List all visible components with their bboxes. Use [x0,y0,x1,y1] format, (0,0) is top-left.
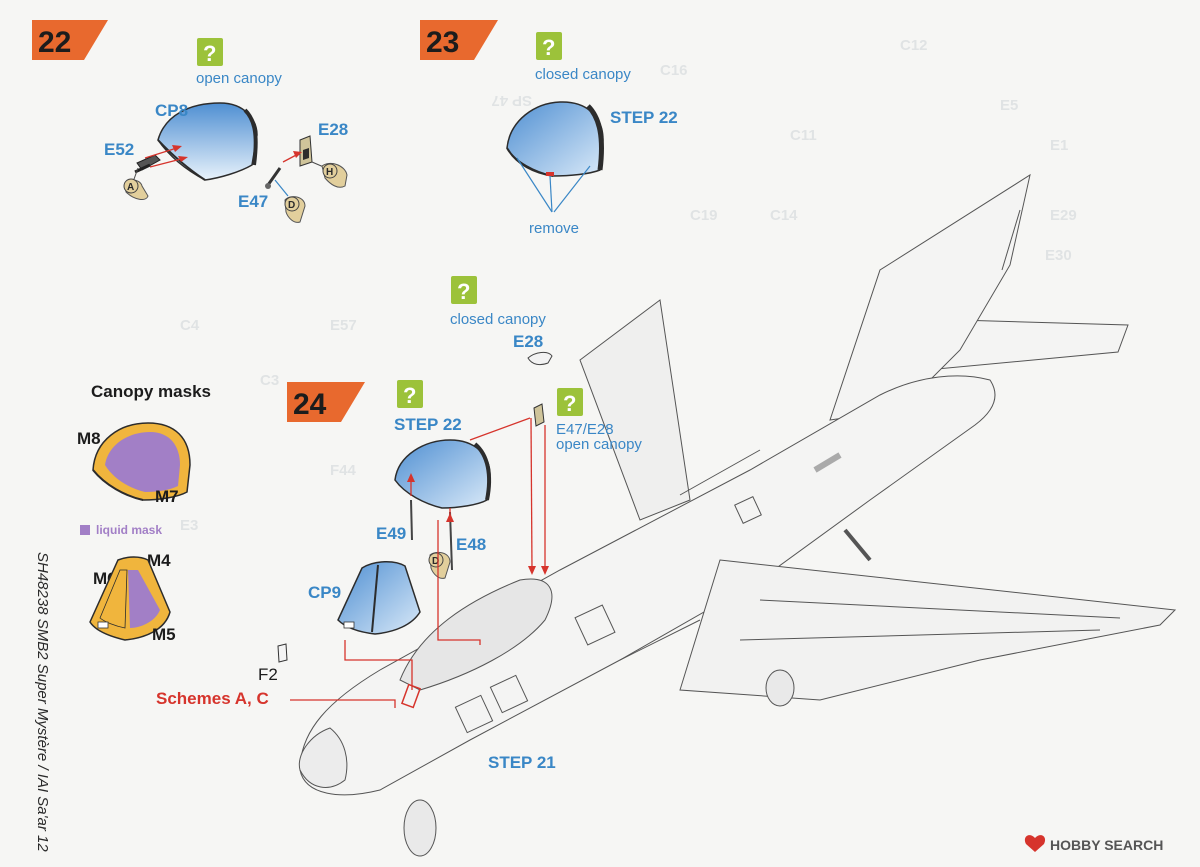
svg-text:SP 47: SP 47 [491,92,532,109]
canopy-step-24 [394,439,492,509]
question-mark-icon [397,380,423,408]
step-22-banner: 22 [32,20,108,60]
step-23-number: 23 [426,26,459,59]
step-24-ref-top: STEP 22 [394,415,462,434]
svg-text:F44: F44 [330,462,357,479]
svg-text:D: D [432,556,439,567]
svg-text:C19: C19 [690,207,718,224]
part-cp8-label: CP8 [155,101,188,120]
svg-text:closed canopy: closed canopy [450,311,546,328]
step-24-ref-bottom: STEP 21 [488,753,556,772]
svg-text:open canopy: open canopy [556,436,642,453]
svg-text:C4: C4 [180,317,200,334]
svg-text:?: ? [203,41,216,66]
svg-text:H: H [326,167,333,178]
svg-text:M4: M4 [147,551,171,570]
svg-text:E3: E3 [180,517,198,534]
svg-text:M7: M7 [155,487,179,506]
part-e28 [299,135,313,167]
step-22-number: 22 [38,26,71,59]
mask-closed-canopy [92,422,191,501]
part-cp9-label: CP9 [308,583,341,602]
part-e28-closed-label: E28 [513,332,543,351]
schemes-label: Schemes A, C [156,689,269,708]
canopy-closed-23 [506,101,604,177]
part-e28-mounted [533,403,545,427]
canopy-masks: Canopy masks M8 M7 liquid mask M4 M6 M5 [77,382,211,644]
callout-a: A [123,167,149,200]
question-mark-icon [536,32,562,60]
svg-text:C11: C11 [790,127,817,144]
step-23-banner: 23 [420,20,498,60]
canopy-cp9 [337,561,421,635]
svg-text:?: ? [403,383,416,408]
liquid-mask-swatch [80,525,90,535]
svg-text:C12: C12 [900,37,928,54]
step-23-remove-text: remove [529,220,579,237]
svg-text:E5: E5 [1000,97,1018,114]
part-e28-label: E28 [318,120,348,139]
svg-text:?: ? [457,279,470,304]
step-24-hint-open: ? STEP 22 ? E47/E28 open canopy [394,380,642,453]
svg-text:A: A [127,182,134,193]
svg-text:C3: C3 [260,372,279,389]
svg-text:M5: M5 [152,625,176,644]
assembly-leaders [290,417,549,709]
remove-leaders [516,157,591,213]
part-e48-label: E48 [456,535,486,554]
svg-text:?: ? [542,35,555,60]
svg-text:liquid mask: liquid mask [96,523,162,537]
svg-text:D: D [288,200,295,211]
mask-windscreen [89,556,171,641]
question-mark-icon [197,38,223,66]
step-24-struts [407,473,454,571]
svg-text:E57: E57 [330,317,357,334]
svg-text:E30: E30 [1045,247,1072,264]
step-24-banner: 24 [287,382,365,422]
mask-legend: liquid mask [80,523,162,537]
part-e49-label: E49 [376,524,406,543]
step-23-ref: STEP 22 [610,108,678,127]
step-22: 22 ? open canopy CP8 E52 A [32,20,348,223]
step-24-number: 24 [293,388,327,421]
svg-text:C16: C16 [660,62,688,79]
callout-d-24: D [428,551,451,579]
watermark-text: HOBBY SEARCH [1050,837,1163,853]
question-mark-icon [451,276,477,304]
step-22-hint: ? open canopy [196,38,282,87]
step-24-hint-closed: ? closed canopy E28 [450,276,553,366]
callout-d-22: D [284,196,306,223]
part-f2-label: F2 [258,665,278,684]
svg-text:C14: C14 [770,207,798,224]
svg-text:E47/E28: E47/E28 [556,421,614,438]
svg-text:M8: M8 [77,429,101,448]
svg-text:E1: E1 [1050,137,1068,154]
step-23: 23 ? closed canopy STEP 22 remove [420,20,678,237]
step-23-hint: ? closed canopy [535,32,631,83]
callout-h: H [311,161,348,188]
step-23-hint-text: closed canopy [535,66,631,83]
svg-text:?: ? [563,391,576,416]
sheet-side-text: SH48238 SMB2 Super Mystère / IAI Sa'ar 1… [34,552,51,852]
part-e47-label: E47 [238,192,268,211]
part-f2 [277,643,288,663]
svg-text:E29: E29 [1050,207,1077,224]
part-e47 [265,167,282,189]
aircraft-drawing [298,173,1177,857]
hobby-search-logo-icon: HOBBY SEARCH [1024,835,1163,853]
part-e52-label: E52 [104,140,134,159]
question-mark-icon [557,388,583,416]
masks-title: Canopy masks [91,382,211,401]
step-22-hint-text: open canopy [196,70,282,87]
ghost-show-through: SP 47 C16 C11 E5 E1 C19 C14 E29 E30 E57 … [180,37,1077,534]
